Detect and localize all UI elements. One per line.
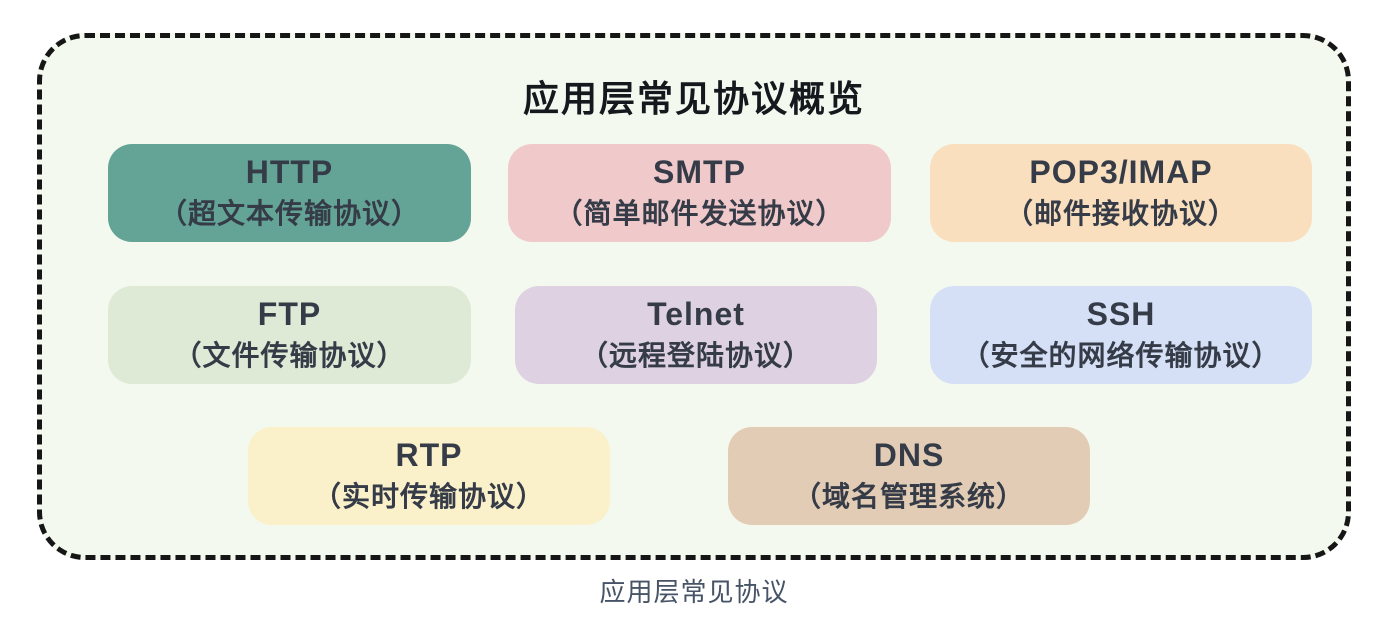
protocol-name: POP3/IMAP (1029, 154, 1213, 190)
protocol-description: （域名管理系统） (792, 481, 1025, 512)
protocol-name: Telnet (647, 296, 745, 332)
protocol-description: （安全的网络传输协议） (961, 340, 1281, 371)
protocol-card-ssh: SSH （安全的网络传输协议） (930, 286, 1312, 384)
protocol-card-pop3-imap: POP3/IMAP （邮件接收协议） (930, 144, 1312, 242)
protocols-overview-panel: 应用层常见协议概览 HTTP （超文本传输协议） SMTP （简单邮件发送协议）… (37, 33, 1351, 560)
protocol-card-dns: DNS （域名管理系统） (728, 427, 1090, 525)
protocol-description: （文件传输协议） (173, 340, 406, 371)
protocol-card-ftp: FTP （文件传输协议） (108, 286, 471, 384)
protocol-name: HTTP (245, 154, 334, 190)
protocol-name: RTP (395, 437, 463, 473)
protocol-description: （简单邮件发送协议） (554, 198, 845, 229)
protocol-name: SSH (1086, 296, 1156, 332)
protocol-card-rtp: RTP （实时传输协议） (248, 427, 610, 525)
protocol-name: DNS (873, 437, 945, 473)
protocol-card-telnet: Telnet （远程登陆协议） (515, 286, 877, 384)
figure-caption: 应用层常见协议 (599, 577, 789, 607)
protocol-name: FTP (257, 296, 322, 332)
protocol-name: SMTP (653, 154, 746, 190)
protocol-description: （远程登陆协议） (579, 340, 812, 371)
protocol-card-smtp: SMTP （简单邮件发送协议） (508, 144, 891, 242)
panel-title: 应用层常见协议概览 (522, 78, 865, 119)
protocol-description: （实时传输协议） (312, 481, 545, 512)
protocol-card-http: HTTP （超文本传输协议） (108, 144, 471, 242)
protocol-description: （邮件接收协议） (1004, 198, 1237, 229)
protocol-description: （超文本传输协议） (158, 198, 420, 229)
